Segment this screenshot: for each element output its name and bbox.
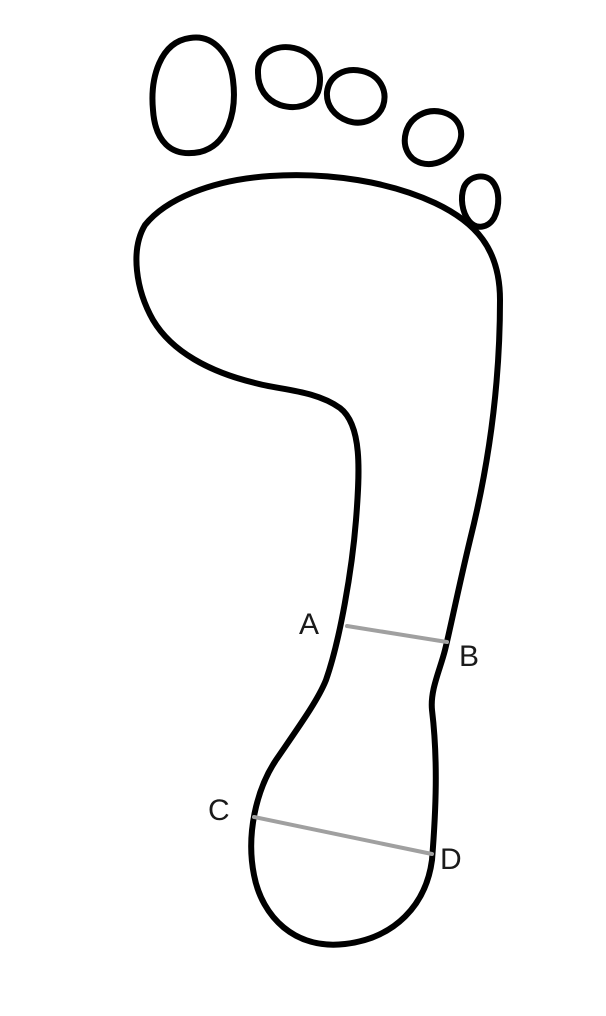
point-label-d: D [440,843,462,876]
point-label-a: A [299,608,319,641]
little-toe [458,173,502,230]
big-toe [149,34,237,157]
third-toe [323,67,388,126]
second-toe [255,44,323,111]
measure-line-a-b [345,624,449,644]
sole-outline [133,172,503,948]
point-label-c: C [208,794,230,827]
fourth-toe [401,108,465,167]
point-label-b: B [459,640,479,673]
measure-line-c-d [252,815,434,856]
